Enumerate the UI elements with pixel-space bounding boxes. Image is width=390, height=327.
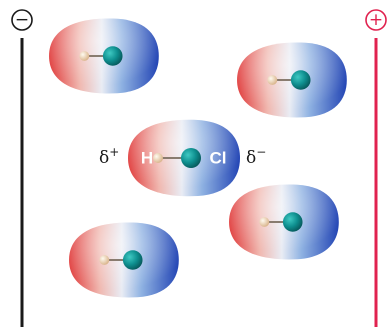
hcl-molecule-top-right xyxy=(236,41,348,119)
hcl-molecule-bottom-left xyxy=(68,221,180,299)
hcl-molecule-center: H Cl xyxy=(128,119,240,197)
positive-terminal-icon xyxy=(365,9,387,31)
positive-electrode: + xyxy=(365,9,387,327)
hydrogen-label: H xyxy=(141,149,153,168)
negative-sign: − xyxy=(15,10,29,30)
delta-minus-label: δ− xyxy=(246,145,266,168)
positive-sign: + xyxy=(369,10,383,30)
delta-plus-label: δ+ xyxy=(99,145,119,168)
hcl-molecule-top-left xyxy=(48,17,160,95)
negative-electrode: − xyxy=(11,9,33,327)
negative-terminal-icon xyxy=(11,9,33,31)
hcl-molecule-bottom-right xyxy=(228,183,340,261)
chlorine-label: Cl xyxy=(210,149,227,168)
